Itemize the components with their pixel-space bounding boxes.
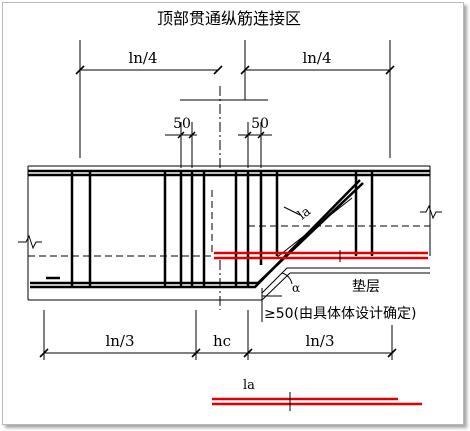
bottom-dimension-lines — [43, 310, 393, 360]
angle-label: α — [292, 281, 300, 295]
dim-bottom-right-label: ln/3 — [305, 332, 334, 350]
cushion-label: 垫层 — [352, 279, 380, 295]
legend-bar — [212, 392, 422, 411]
bottom-longitudinal-bars — [30, 179, 364, 289]
anchor-length-label: la — [295, 204, 314, 223]
angle-arc — [281, 272, 293, 285]
top-dimension-lines — [79, 40, 391, 158]
stirrups — [70, 170, 374, 287]
top-longitudinal-bars — [28, 169, 430, 177]
dim-bottom-left-label: ln/3 — [105, 332, 134, 350]
anchor-length-line — [275, 197, 353, 259]
dim-bottom-middle-label: hc — [213, 332, 231, 350]
legend-label: la — [243, 378, 255, 393]
offset-left-label: 50 — [173, 116, 191, 132]
hidden-lines — [28, 190, 430, 257]
offset-dimension-ticks — [177, 131, 265, 139]
center-axis — [208, 86, 232, 310]
beam-outline — [27, 165, 431, 301]
diagram-title: 顶部贯通纵筋连接区 — [157, 9, 301, 28]
bottom-dimension-ticks — [39, 348, 397, 358]
dim-top-left-label: ln/4 — [128, 49, 157, 67]
break-marks — [18, 204, 442, 250]
highlighted-bars — [214, 251, 428, 260]
top-dimension-ticks — [75, 65, 395, 75]
dim-top-right-label: ln/4 — [302, 49, 331, 67]
min-note-label: ≥50(由具体体设计确定) — [264, 306, 416, 322]
offset-right-label: 50 — [251, 116, 269, 132]
